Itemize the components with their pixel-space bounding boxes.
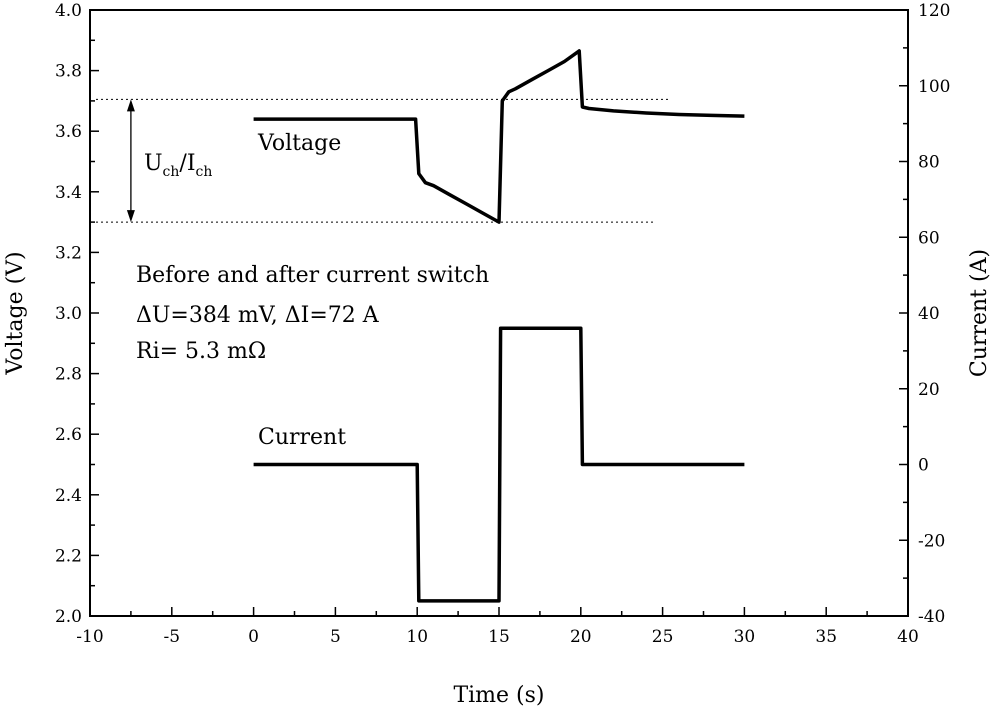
y-left-tick-label: 2.8 [55, 365, 82, 385]
note-line-2: ΔU=384 mV, ΔI=72 A [136, 303, 380, 328]
y-axis-right: -40 -20 0 20 40 60 80 100 120 [899, 1, 950, 627]
y-left-tick-label: 3.6 [55, 122, 82, 142]
x-tick-label: 10 [406, 627, 428, 647]
y-left-tick-label: 2.0 [55, 607, 82, 627]
reference-lines [96, 98, 671, 223]
y-right-tick-label: 120 [918, 1, 950, 21]
y-left-tick-label: 3.8 [55, 62, 82, 82]
x-tick-label: 0 [248, 627, 259, 647]
uch-ich-annotation: Uch/Ich [144, 151, 212, 180]
uch-u: U [144, 151, 163, 176]
y-left-tick-label: 3.2 [55, 243, 82, 263]
y-left-tick-label: 2.6 [55, 425, 82, 445]
series-line-current [253, 326, 745, 603]
note-line-1: Before and after current switch [136, 263, 489, 288]
uch-u-subscript: ch [163, 164, 180, 180]
y-left-tick-label: 4.0 [55, 1, 82, 21]
x-tick-label: 20 [570, 627, 592, 647]
y-right-tick-label: 80 [918, 153, 940, 173]
uch-separator: /I [179, 151, 195, 176]
y-right-tick-label: 20 [918, 380, 940, 400]
voltage-series-label: Voltage [257, 131, 341, 156]
y-left-tick-label: 3.4 [55, 183, 82, 203]
y-right-tick-label: 0 [918, 456, 929, 476]
note-line-3: Ri= 5.3 mΩ [136, 339, 266, 364]
current-series-label: Current [258, 425, 346, 450]
y-left-tick-label: 3.0 [55, 304, 82, 324]
x-axis-title: Time (s) [453, 683, 544, 708]
dimension-arrow-head-bottom [126, 210, 135, 223]
dimension-arrow-head-top [126, 99, 135, 112]
y-right-tick-label: -20 [918, 531, 945, 551]
y-right-tick-label: 40 [918, 304, 940, 324]
x-tick-label: 30 [734, 627, 756, 647]
x-tick-label: 40 [897, 627, 919, 647]
uch-i-subscript: ch [196, 164, 213, 180]
y-axis-left-title: Voltage (V) [3, 251, 28, 375]
y-left-tick-label: 2.4 [55, 486, 82, 506]
x-tick-label: 5 [330, 627, 341, 647]
x-axis: -10 -5 0 5 10 15 20 25 30 35 40 [76, 607, 919, 647]
series-line-voltage [253, 49, 745, 224]
x-tick-label: 35 [815, 627, 837, 647]
x-tick-label: 25 [652, 627, 674, 647]
x-tick-label: 15 [488, 627, 510, 647]
y-axis-right-title: Current (A) [967, 249, 992, 377]
y-right-tick-label: 100 [918, 77, 950, 97]
y-axis-left: 2.0 2.2 2.4 2.6 2.8 3.0 3.2 3.4 3.6 3.8 4.0 [55, 1, 99, 627]
y-right-tick-label: -40 [918, 607, 945, 627]
y-left-tick-label: 2.2 [55, 546, 82, 566]
x-tick-label: -10 [76, 627, 103, 647]
dimension-arrow [126, 99, 135, 223]
y-right-tick-label: 60 [918, 228, 940, 248]
series-layer [253, 49, 745, 603]
x-tick-label: -5 [164, 627, 181, 647]
